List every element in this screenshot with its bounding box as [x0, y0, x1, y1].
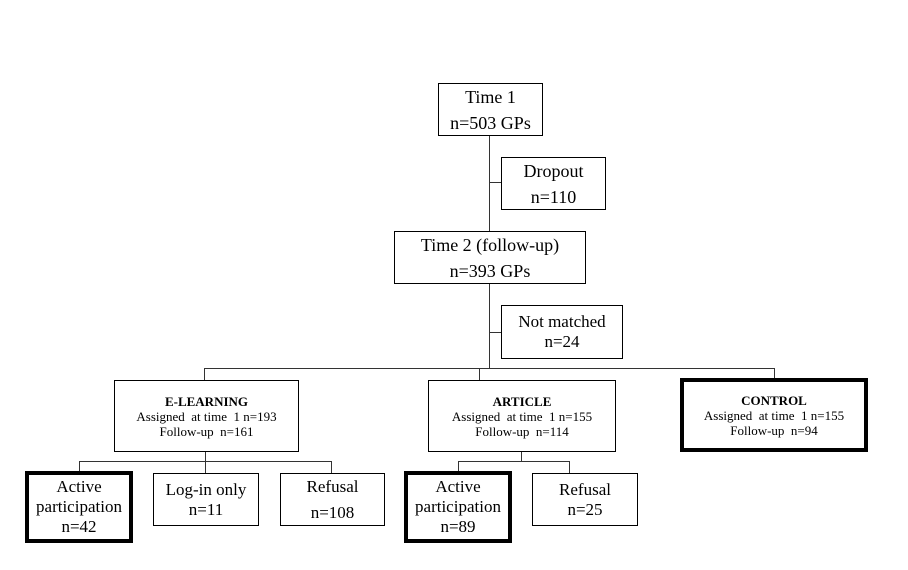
- article-title: ARTICLE: [492, 393, 552, 409]
- connector-article: [479, 368, 480, 381]
- elearning-followup: Follow-up n=161: [159, 423, 254, 439]
- control-title: CONTROL: [741, 392, 807, 408]
- connector-elearning: [204, 368, 205, 381]
- time1-box: Time 1 n=503 GPs: [438, 83, 543, 136]
- article-followup: Follow-up n=114: [475, 423, 569, 439]
- control-box: CONTROL Assigned at time 1 n=155 Follow-…: [680, 378, 868, 452]
- el-login-n: n=11: [188, 499, 224, 519]
- el-login-box: Log-in only n=11: [153, 473, 259, 526]
- ar-refusal-title: Refusal: [559, 479, 611, 499]
- connector-control: [774, 368, 775, 381]
- not-matched-box: Not matched n=24: [501, 305, 623, 359]
- elearning-title: E-LEARNING: [164, 393, 249, 409]
- el-login-title: Log-in only: [165, 479, 247, 499]
- control-assigned: Assigned at time 1 n=155: [703, 407, 845, 423]
- control-followup: Follow-up n=94: [730, 422, 818, 438]
- connector-dropout: [489, 182, 501, 183]
- connector-elearning-down: [205, 451, 206, 462]
- article-assigned: Assigned at time 1 n=155: [451, 408, 593, 424]
- el-refusal-title: Refusal: [306, 476, 359, 496]
- ar-active-line2: participation: [415, 497, 501, 516]
- ar-active-n: n=89: [440, 517, 476, 536]
- time2-title: Time 2 (follow-up): [420, 234, 560, 255]
- el-refusal-box: Refusal n=108: [280, 473, 385, 526]
- dropout-n: n=110: [530, 186, 577, 207]
- not-matched-title: Not matched: [518, 312, 606, 331]
- time2-box: Time 2 (follow-up) n=393 GPs: [394, 231, 586, 284]
- connector-el-refusal: [331, 461, 332, 473]
- el-refusal-n: n=108: [310, 502, 355, 522]
- el-active-line1: Active: [56, 477, 102, 496]
- connector-ar-refusal: [569, 461, 570, 473]
- el-active-line2: participation: [36, 497, 122, 516]
- connector-el-active: [79, 461, 80, 473]
- ar-active-line1: Active: [435, 477, 481, 496]
- time1-n: n=503 GPs: [450, 112, 531, 133]
- connector-branch-horizontal: [204, 368, 775, 369]
- dropout-box: Dropout n=110: [501, 157, 606, 210]
- time1-title: Time 1: [465, 86, 516, 107]
- connector-time2-branch: [489, 283, 490, 368]
- article-box: ARTICLE Assigned at time 1 n=155 Follow-…: [428, 380, 616, 452]
- connector-not-matched: [489, 332, 501, 333]
- ar-refusal-box: Refusal n=25: [532, 473, 638, 526]
- el-active-n: n=42: [61, 517, 97, 536]
- not-matched-n: n=24: [544, 332, 580, 351]
- elearning-assigned: Assigned at time 1 n=193: [136, 408, 277, 424]
- time2-n: n=393 GPs: [449, 260, 531, 281]
- ar-active-box: Active participation n=89: [404, 471, 512, 543]
- ar-refusal-n: n=25: [567, 499, 603, 519]
- connector-time1-time2: [489, 135, 490, 232]
- el-active-box: Active participation n=42: [25, 471, 133, 543]
- connector-el-login: [205, 461, 206, 473]
- connector-ar-active: [458, 461, 459, 473]
- connector-article-horizontal: [458, 461, 570, 462]
- dropout-title: Dropout: [523, 160, 584, 181]
- connector-article-down: [521, 451, 522, 462]
- elearning-box: E-LEARNING Assigned at time 1 n=193 Foll…: [114, 380, 299, 452]
